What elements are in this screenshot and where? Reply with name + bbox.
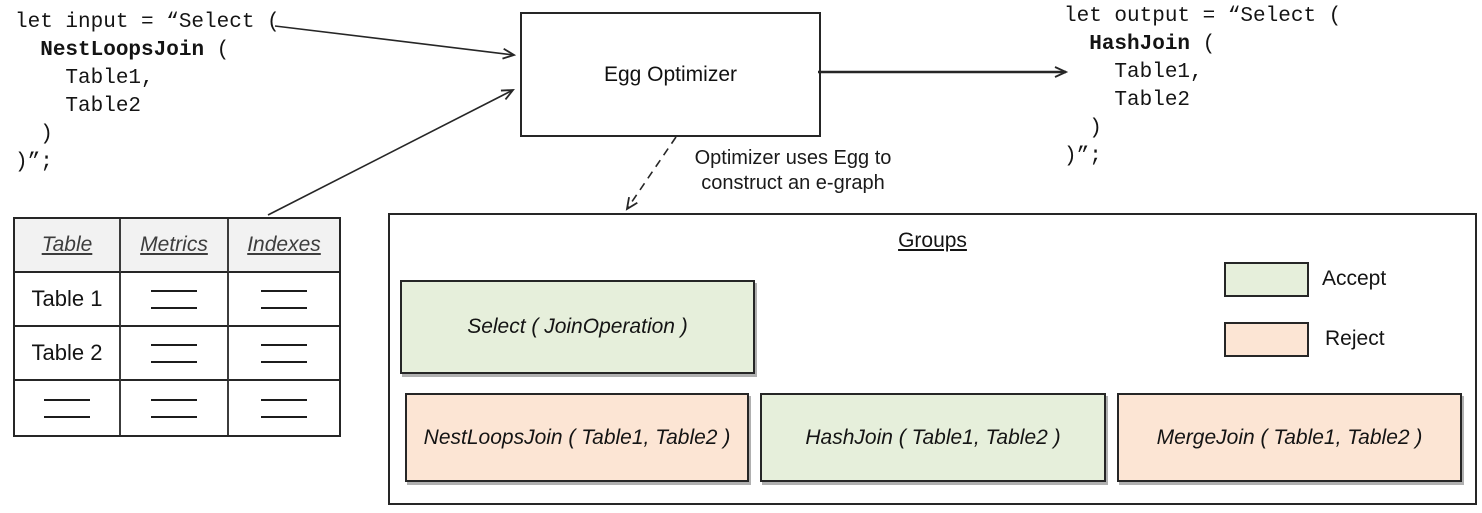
arrow-input-to-optimizer — [274, 25, 517, 60]
egg-optimizer-label: Egg Optimizer — [603, 62, 738, 86]
code-line: HashJoin ( — [1089, 33, 1216, 56]
output-code-block: let output = “Select ( HashJoin ( Table1… — [1064, 3, 1341, 171]
egraph-node-mergejoin: MergeJoin ( Table1, Table2 ) — [1117, 393, 1462, 482]
code-line: Table1, — [1064, 61, 1203, 84]
table-row-cell-metrics-placeholder — [121, 381, 229, 435]
placeholder-lines — [151, 343, 197, 363]
code-line: let input = “Select ( — [15, 11, 280, 34]
legend-accept-label: Accept — [1322, 267, 1387, 290]
table-metrics-indexes-table: Table Metrics Indexes Table 1 Table 2 — [13, 217, 341, 437]
column-header-table: Table — [15, 219, 121, 273]
egraph-node-label: NestLoopsJoin ( Table1, Table2 ) — [423, 425, 731, 449]
placeholder-lines — [151, 398, 197, 418]
table-row-cell-table1: Table 1 — [15, 273, 121, 327]
egraph-node-label: MergeJoin ( Table1, Table2 ) — [1156, 425, 1423, 449]
code-line: )”; — [15, 151, 53, 174]
groups-title: Groups — [898, 229, 967, 252]
placeholder-lines — [151, 289, 197, 309]
code-line: Table2 — [15, 95, 142, 118]
table-row-cell-table2: Table 2 — [15, 327, 121, 381]
egraph-node-label: Select ( JoinOperation ) — [467, 315, 688, 338]
arrow-table-to-optimizer — [267, 89, 515, 216]
groups-egraph-box: Groups Select ( JoinOperation ) NestLoop… — [388, 213, 1477, 505]
table-row-cell-metrics-placeholder — [121, 273, 229, 327]
code-line: Table2 — [1064, 89, 1191, 112]
placeholder-lines — [261, 343, 307, 363]
egraph-node-label: HashJoin ( Table1, Table2 ) — [805, 425, 1061, 449]
placeholder-lines — [261, 289, 307, 309]
egg-optimizer-box: Egg Optimizer — [520, 12, 821, 137]
egraph-node-nestloopsjoin: NestLoopsJoin ( Table1, Table2 ) — [405, 393, 749, 482]
legend-accept-swatch — [1224, 262, 1309, 297]
egraph-note: Optimizer uses Egg to construct an e-gra… — [654, 146, 932, 196]
egraph-node-select: Select ( JoinOperation ) — [400, 280, 755, 374]
code-line: ) — [1064, 117, 1102, 140]
table-row-cell-table-placeholder — [15, 381, 121, 435]
column-header-indexes: Indexes — [229, 219, 339, 273]
egraph-note-line: Optimizer uses Egg to — [694, 147, 892, 169]
code-line: Table1, — [15, 67, 154, 90]
code-line: let output = “Select ( — [1064, 5, 1342, 28]
nestloopsjoin-keyword: NestLoopsJoin — [40, 39, 205, 62]
hashjoin-keyword: HashJoin — [1089, 33, 1191, 56]
placeholder-lines — [44, 398, 90, 418]
legend-reject-swatch — [1224, 322, 1309, 357]
legend-reject-label: Reject — [1325, 327, 1385, 350]
egraph-node-hashjoin: HashJoin ( Table1, Table2 ) — [760, 393, 1106, 482]
input-code-block: let input = “Select ( NestLoopsJoin ( Ta… — [15, 9, 280, 177]
table-row-cell-indexes-placeholder — [229, 381, 339, 435]
column-header-metrics: Metrics — [121, 219, 229, 273]
table-row-cell-metrics-placeholder — [121, 327, 229, 381]
placeholder-lines — [261, 398, 307, 418]
code-line: )”; — [1064, 145, 1102, 168]
egraph-note-line: construct an e-graph — [701, 172, 885, 194]
code-line: NestLoopsJoin ( — [40, 39, 230, 62]
code-line: ) — [15, 123, 53, 146]
table-row-cell-indexes-placeholder — [229, 273, 339, 327]
table-row-cell-indexes-placeholder — [229, 327, 339, 381]
